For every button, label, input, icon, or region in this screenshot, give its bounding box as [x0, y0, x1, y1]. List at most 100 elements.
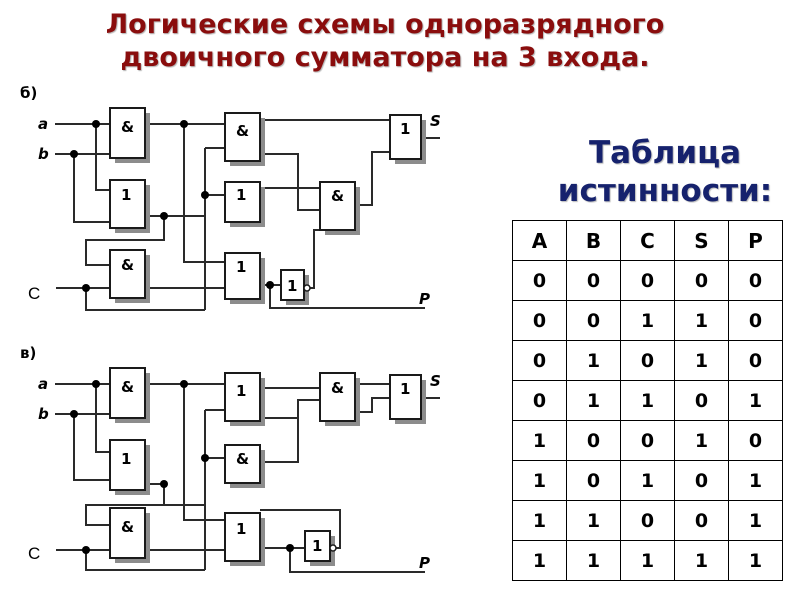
gate-symbol: 1 [312, 537, 322, 555]
title-line-2: двоичного сумматора на 3 входа. [120, 42, 650, 73]
gate-symbol: & [121, 518, 134, 536]
gate-symbol: 1 [236, 382, 246, 400]
circuit-v-gate-labels: & 1 & 1 & 1 & 1 1 [121, 378, 410, 555]
table-cell: 0 [620, 500, 675, 541]
table-row: 1 1 0 0 1 [512, 500, 783, 541]
input-label-b: b [38, 405, 49, 423]
table-cell: 1 [728, 460, 783, 501]
table-cell: 1 [674, 420, 729, 461]
gate-symbol: 1 [236, 186, 246, 204]
table-cell: 1 [566, 380, 621, 421]
gate-symbol: & [331, 187, 344, 205]
column-header-b: B [566, 220, 621, 261]
circuit-b: б) [20, 84, 441, 311]
circuit-v-gates [109, 367, 426, 566]
circuit-b-junctions [70, 120, 274, 292]
input-label-c: С [28, 544, 40, 563]
table-cell: 1 [728, 500, 783, 541]
page-title: Логические схемы одноразрядного двоичног… [0, 8, 770, 74]
gate-symbol: & [236, 450, 249, 468]
gate-symbol: & [121, 256, 134, 274]
table-cell: 1 [620, 460, 675, 501]
circuit-v-wires [55, 383, 440, 573]
gate-symbol: 1 [287, 277, 297, 295]
table-row: 0 0 0 0 0 [512, 260, 783, 301]
table-cell: 0 [620, 420, 675, 461]
gate-symbol: 1 [400, 380, 410, 398]
output-label-p: P [419, 554, 430, 572]
table-cell: 1 [512, 420, 567, 461]
caption-line-2: истинности: [557, 173, 773, 209]
table-cell: 1 [512, 460, 567, 501]
gate-symbol: 1 [400, 120, 410, 138]
table-row: 0 0 1 1 0 [512, 300, 783, 341]
gate-symbol: 1 [236, 520, 246, 538]
table-cell: 0 [728, 260, 783, 301]
table-row: 1 1 1 1 1 [512, 540, 783, 581]
logic-circuit-diagrams: б) [20, 84, 441, 573]
table-cell: 0 [566, 460, 621, 501]
table-cell: 0 [728, 300, 783, 341]
title-line-1: Логические схемы одноразрядного [105, 9, 665, 40]
panel-label-b: б) [20, 84, 37, 102]
truth-table-caption: Таблица истинности: [540, 134, 790, 210]
input-label-c: С [28, 284, 40, 303]
table-cell: 0 [674, 260, 729, 301]
circuit-b-gate-labels: & 1 & & 1 1 & 1 1 [121, 118, 410, 295]
circuit-v: в) [20, 344, 441, 573]
table-cell: 0 [512, 340, 567, 381]
table-row: 1 0 0 1 0 [512, 420, 783, 461]
table-cell: 0 [566, 260, 621, 301]
column-header-p: P [728, 220, 783, 261]
table-cell: 1 [512, 500, 567, 541]
column-header-c: C [620, 220, 675, 261]
table-cell: 0 [620, 340, 675, 381]
table-cell: 0 [512, 380, 567, 421]
table-cell: 0 [728, 340, 783, 381]
table-cell: 1 [620, 540, 675, 581]
truth-table: A B C S P 0 0 0 0 0 0 0 1 1 0 0 1 0 1 0 [512, 220, 783, 581]
table-cell: 1 [620, 300, 675, 341]
output-label-s: S [430, 112, 441, 130]
table-cell: 0 [674, 380, 729, 421]
gate-symbol: & [236, 122, 249, 140]
table-cell: 0 [620, 260, 675, 301]
gate-symbol: & [331, 379, 344, 397]
input-label-a: a [38, 375, 48, 393]
table-cell: 1 [674, 340, 729, 381]
circuit-b-wires [55, 119, 440, 311]
table-cell: 1 [566, 340, 621, 381]
circuit-b-gates [109, 107, 426, 305]
gate-symbol: 1 [121, 450, 131, 468]
gate-symbol: & [121, 118, 134, 136]
table-cell: 1 [674, 540, 729, 581]
circuit-v-junctions [70, 380, 294, 554]
input-label-a: a [38, 115, 48, 133]
table-cell: 1 [728, 380, 783, 421]
input-label-b: b [38, 145, 49, 163]
table-cell: 0 [512, 260, 567, 301]
table-cell: 0 [728, 420, 783, 461]
table-cell: 0 [566, 300, 621, 341]
table-row: 1 0 1 0 1 [512, 460, 783, 501]
table-cell: 0 [512, 300, 567, 341]
table-cell: 0 [674, 460, 729, 501]
table-cell: 1 [512, 540, 567, 581]
table-cell: 1 [620, 380, 675, 421]
gate-symbol: 1 [236, 258, 246, 276]
caption-line-1: Таблица [588, 135, 742, 171]
table-cell: 1 [674, 300, 729, 341]
table-row: 0 1 0 1 0 [512, 340, 783, 381]
table-cell: 1 [566, 540, 621, 581]
table-header-row: A B C S P [512, 220, 783, 261]
table-cell: 0 [566, 420, 621, 461]
column-header-a: A [512, 220, 567, 261]
gate-symbol: & [121, 378, 134, 396]
table-cell: 1 [728, 540, 783, 581]
table-cell: 0 [674, 500, 729, 541]
column-header-s: S [674, 220, 729, 261]
gate-symbol: 1 [121, 186, 131, 204]
output-label-p: P [419, 290, 430, 308]
output-label-s: S [430, 372, 441, 390]
panel-label-v: в) [20, 344, 36, 362]
